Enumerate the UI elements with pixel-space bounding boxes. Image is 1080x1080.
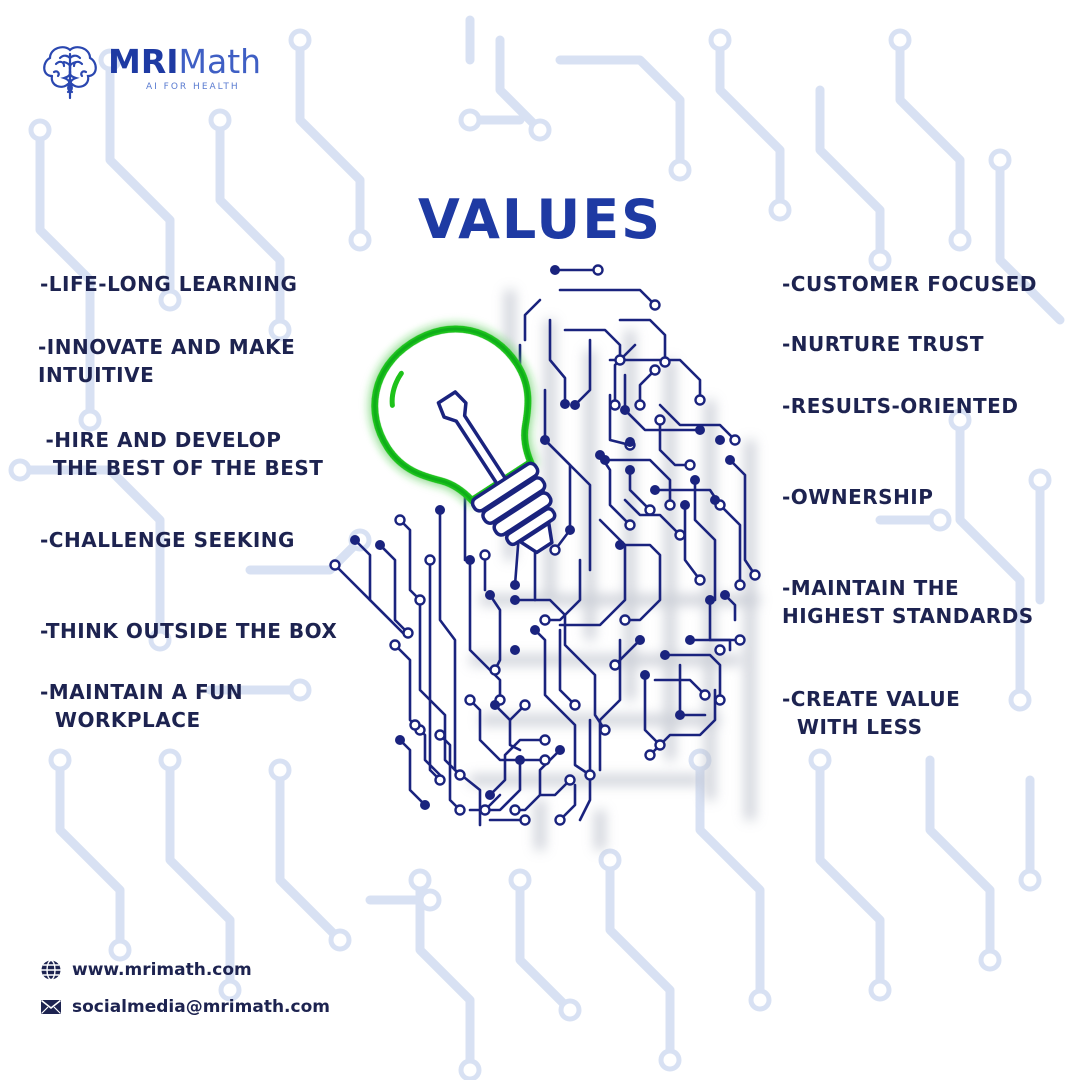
- email-link[interactable]: socialmedia@mrimath.com: [72, 997, 330, 1017]
- value-item-nurture-trust: -NURTURE TRUST: [782, 332, 985, 356]
- globe-icon: [41, 959, 61, 981]
- brand-logo[interactable]: MRIMath AI FOR HEALTH: [38, 38, 278, 110]
- page-title: VALUES: [417, 188, 663, 251]
- value-item-innovate: -INNOVATE AND MAKE INTUITIVE: [38, 335, 296, 387]
- value-item-create-value: -CREATE VALUE WITH LESS: [782, 687, 961, 739]
- value-item-think-outside-box: -THINK OUTSIDE THE BOX: [40, 619, 338, 643]
- value-item-ownership: -OWNERSHIP: [782, 485, 934, 509]
- brand-name-bold: MRI: [108, 42, 179, 81]
- value-item-results-oriented: -RESULTS-ORIENTED: [782, 394, 1019, 418]
- envelope-icon: [41, 999, 61, 1014]
- lightbulb-icon: [371, 325, 557, 555]
- brand-tagline: AI FOR HEALTH: [146, 82, 240, 92]
- value-item-fun-workplace: -MAINTAIN A FUN WORKPLACE: [40, 680, 244, 732]
- website-link[interactable]: www.mrimath.com: [72, 960, 252, 980]
- contact-email[interactable]: socialmedia@mrimath.com: [40, 995, 330, 1019]
- value-item-hire-develop: -HIRE AND DEVELOP THE BEST OF THE BEST: [45, 428, 324, 480]
- brand-name: MRIMath: [108, 42, 261, 81]
- brain-caduceus-icon: [43, 46, 97, 100]
- contact-website[interactable]: www.mrimath.com: [40, 958, 252, 982]
- value-item-highest-standards: -MAINTAIN THE HIGHEST STANDARDS: [782, 576, 1034, 628]
- value-item-challenge-seeking: -CHALLENGE SEEKING: [40, 528, 295, 552]
- brand-name-rest: Math: [178, 42, 262, 81]
- value-item-life-long-learning: -LIFE-LONG LEARNING: [40, 272, 298, 296]
- value-item-customer-focused: -CUSTOMER FOCUSED: [782, 272, 1037, 296]
